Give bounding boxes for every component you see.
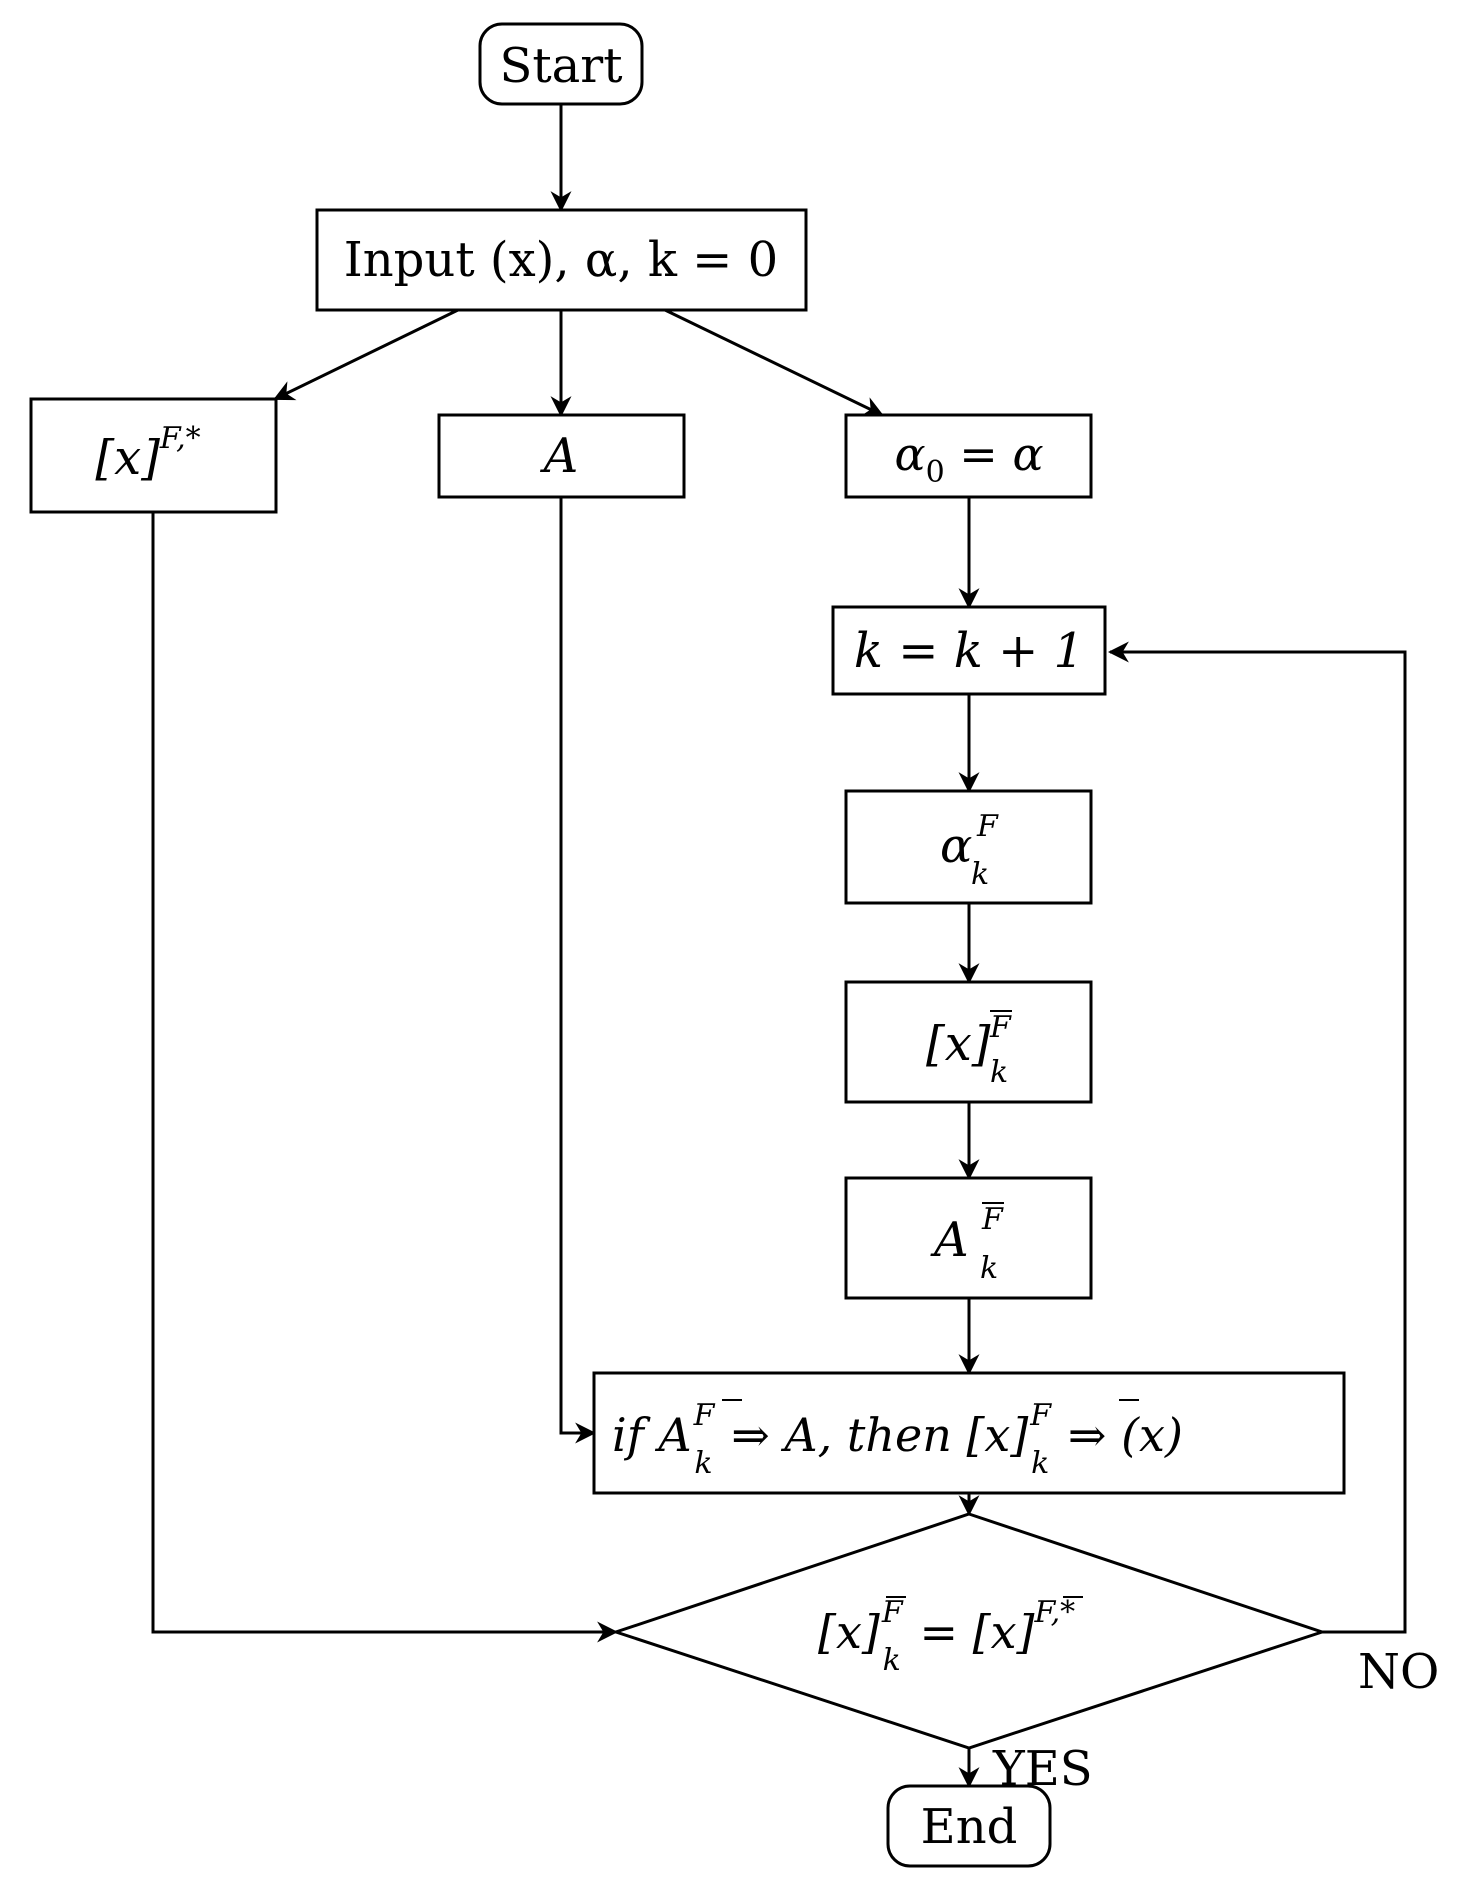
alpha-k-label: α [940, 818, 972, 874]
k-update-node: k = k + 1 [831, 605, 1107, 696]
edge-x-star-to-decision [151, 512, 619, 1643]
alpha0-label: α0 = α [894, 427, 1043, 490]
a-label: A [540, 428, 579, 484]
x-k-node: [x] F k [844, 980, 1093, 1104]
x-star-label: [x]F,* [95, 421, 200, 486]
a-k-sup: F [981, 1202, 1004, 1237]
edge-input-to-alpha0 [664, 308, 884, 417]
start-node: Start [478, 22, 644, 106]
x-k-sub: k [990, 1055, 1008, 1090]
start-label: Start [499, 38, 622, 94]
no-label: NO [1358, 1644, 1439, 1700]
x-k-label: [x] [926, 1016, 991, 1072]
input-label: Input (x), α, k = 0 [344, 232, 778, 288]
k-update-label: k = k + 1 [854, 623, 1084, 679]
end-node: End [886, 1784, 1052, 1868]
x-k-sup: F [989, 1010, 1012, 1045]
edge-decision-no-loop [1107, 641, 1407, 1634]
alpha-k-node: α F k [844, 789, 1093, 905]
edge-input-to-x-star [273, 308, 459, 401]
alpha-k-sub: k [971, 857, 989, 892]
alpha0-node: α0 = α [844, 413, 1093, 499]
a-k-sub: k [980, 1251, 998, 1286]
x-star-node: [x]F,* [29, 397, 278, 514]
alpha-k-sup: F [976, 809, 999, 844]
a-k-label: A [930, 1212, 969, 1268]
edges [151, 104, 1407, 1789]
edge-a-to-condition [559, 497, 597, 1444]
a-k-node: A F k [844, 1176, 1093, 1300]
input-node: Input (x), α, k = 0 [315, 208, 808, 312]
a-node: A [437, 413, 686, 499]
end-label: End [921, 1799, 1018, 1855]
